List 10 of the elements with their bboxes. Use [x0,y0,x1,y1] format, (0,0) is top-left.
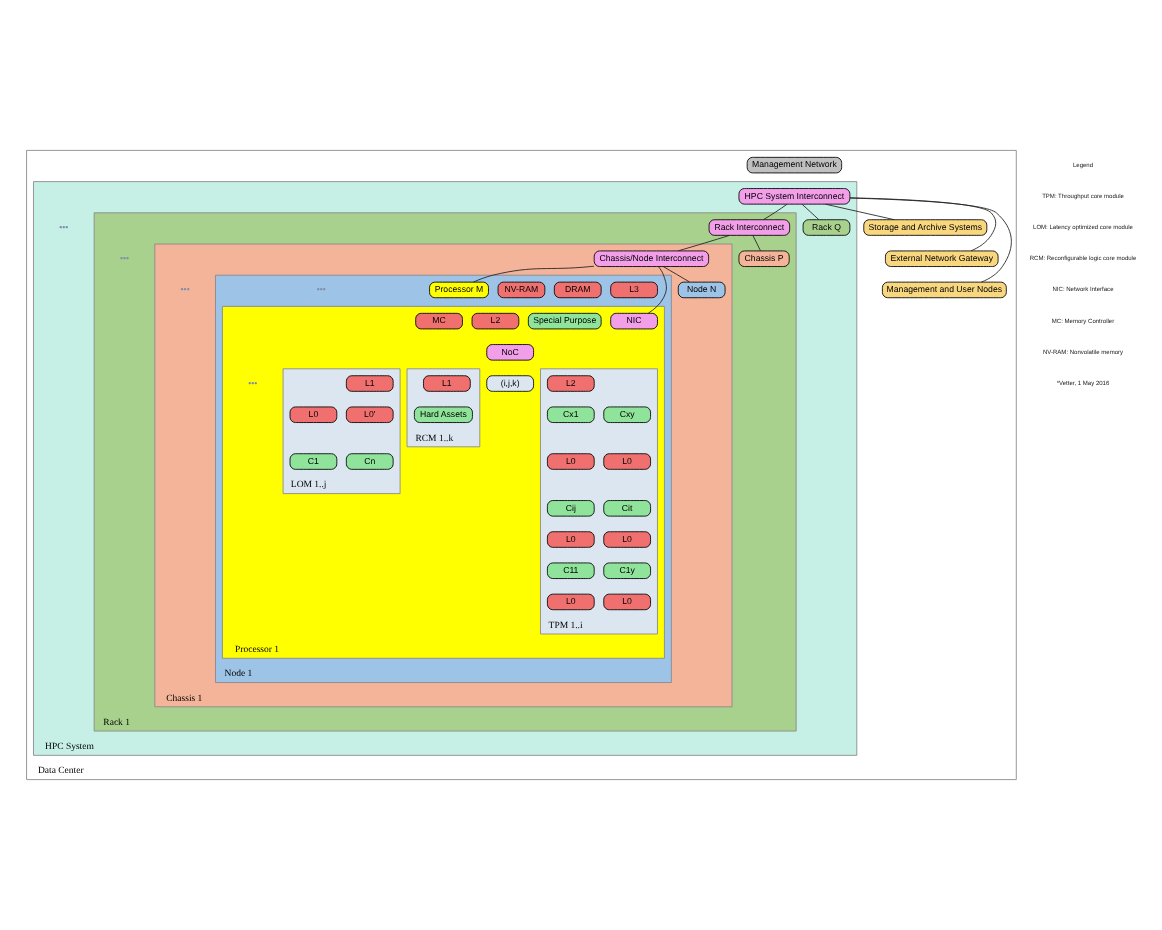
connector [849,197,1012,283]
connector [801,203,820,221]
connector [473,265,595,283]
connector [662,266,690,283]
connector [763,203,788,221]
connector [752,235,761,252]
connector [647,266,667,314]
connector [677,234,730,252]
connector [825,203,895,221]
connector [849,197,997,252]
